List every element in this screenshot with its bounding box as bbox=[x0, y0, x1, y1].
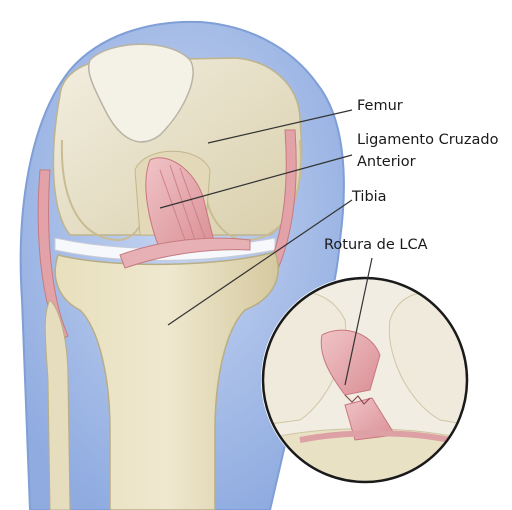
label-acl-line2: Anterior bbox=[357, 152, 416, 172]
label-femur: Femur bbox=[357, 96, 403, 116]
label-acl-tear: Rotura de LCA bbox=[324, 235, 427, 255]
label-tibia: Tibia bbox=[352, 187, 387, 207]
label-acl-line1: Ligamento Cruzado bbox=[357, 130, 498, 150]
acl-tear-inset bbox=[260, 275, 470, 485]
